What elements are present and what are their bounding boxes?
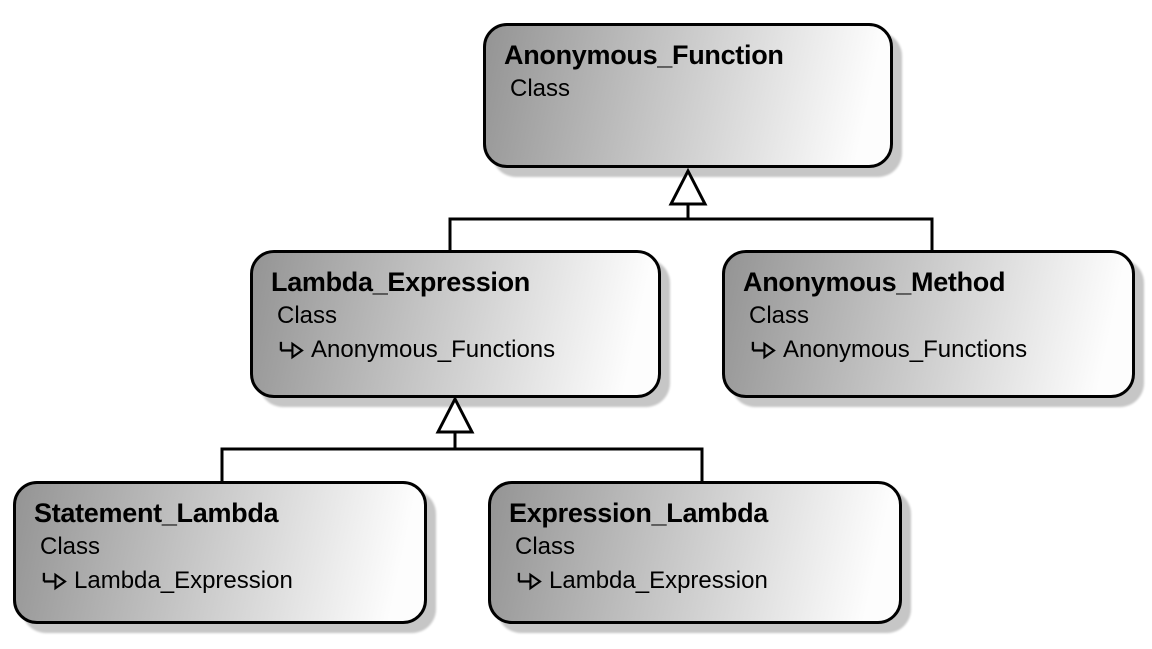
inheritance-connector-bottom bbox=[220, 395, 704, 484]
class-node-anonymous-function: Anonymous_Function Class bbox=[483, 23, 893, 168]
inheritance-arrow-icon bbox=[751, 341, 776, 360]
stereotype-label: Class bbox=[749, 302, 810, 329]
inherits-target: Lambda_Expression bbox=[74, 567, 293, 594]
inherits-row: Lambda_Expression bbox=[509, 565, 891, 596]
stereotype-label: Class bbox=[515, 533, 576, 560]
stereotype-label: Class bbox=[40, 533, 101, 560]
class-name: Expression_Lambda bbox=[509, 498, 768, 528]
inherits-row: Anonymous_Functions bbox=[271, 334, 650, 365]
inheritance-arrow-icon bbox=[279, 341, 304, 360]
stereotype-label: Class bbox=[510, 75, 571, 102]
inheritance-connector-top bbox=[448, 167, 934, 253]
class-node-statement-lambda: Statement_Lambda Class Lambda_Expression bbox=[13, 481, 427, 624]
stereotype-label: Class bbox=[277, 302, 338, 329]
class-node-expression-lambda: Expression_Lambda Class Lambda_Expressio… bbox=[488, 481, 902, 624]
inherits-target: Anonymous_Functions bbox=[311, 336, 556, 363]
inheritance-arrow-icon bbox=[517, 572, 542, 591]
inheritance-arrow-icon bbox=[42, 572, 67, 591]
class-node-lambda-expression: Lambda_Expression Class Anonymous_Functi… bbox=[250, 250, 661, 398]
inherits-row: Anonymous_Functions bbox=[743, 334, 1124, 365]
generalization-triangle-icon bbox=[435, 395, 475, 434]
class-name: Anonymous_Method bbox=[743, 267, 1006, 297]
class-name: Anonymous_Function bbox=[504, 40, 784, 70]
inherits-row: Lambda_Expression bbox=[34, 565, 416, 596]
class-name: Lambda_Expression bbox=[271, 267, 530, 297]
inherits-target: Lambda_Expression bbox=[549, 567, 768, 594]
class-node-anonymous-method: Anonymous_Method Class Anonymous_Functio… bbox=[722, 250, 1135, 398]
inherits-target: Anonymous_Functions bbox=[783, 336, 1028, 363]
class-name: Statement_Lambda bbox=[34, 498, 279, 528]
generalization-triangle-icon bbox=[668, 167, 708, 206]
